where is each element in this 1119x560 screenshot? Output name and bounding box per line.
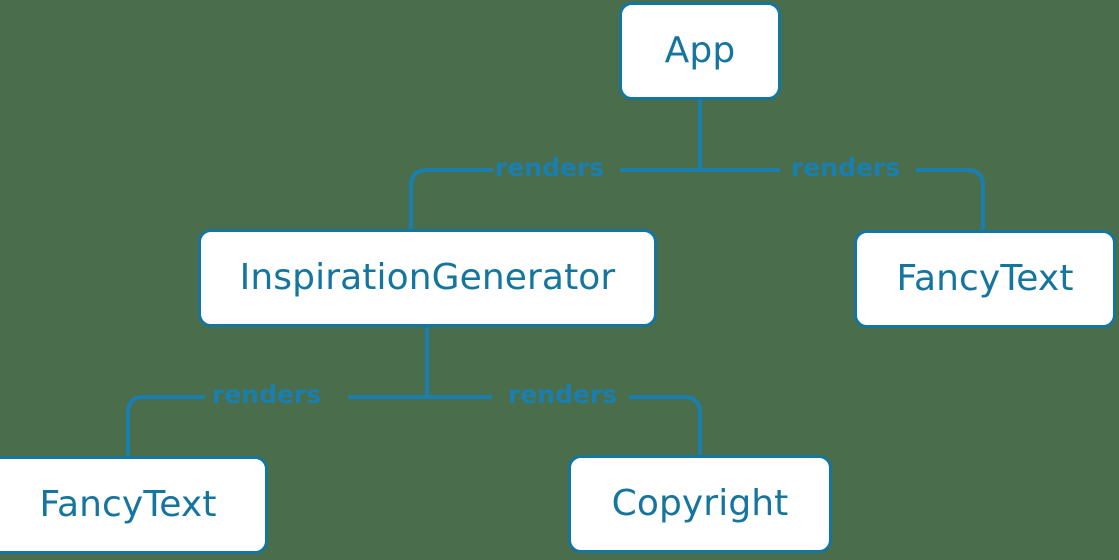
edge-app-to-inspirationgenerator-left-seg — [409, 168, 493, 229]
node-app[interactable]: App — [619, 2, 781, 100]
node-fancytext-right[interactable]: FancyText — [854, 230, 1116, 328]
node-inspirationgenerator-label: InspirationGenerator — [239, 257, 616, 298]
node-fancytext-right-label: FancyText — [896, 258, 1074, 299]
edge-app-to-fancytext-right-seg — [916, 168, 985, 230]
edge-label-inspirationgenerator-to-copyright: renders — [508, 380, 618, 409]
node-copyright[interactable]: Copyright — [568, 455, 832, 553]
edge-label-app-to-fancytext: renders — [791, 153, 901, 182]
edge-inspirationgenerator-to-fancytext-left-seg — [126, 395, 205, 456]
node-fancytext-bottom-label: FancyText — [39, 484, 217, 525]
node-inspirationgenerator[interactable]: InspirationGenerator — [198, 229, 657, 327]
node-app-label: App — [664, 30, 736, 71]
edge-label-inspirationgenerator-to-fancytext: renders — [212, 380, 322, 409]
edge-inspirationgenerator-to-copyright-right-seg — [629, 395, 702, 455]
node-copyright-label: Copyright — [611, 483, 789, 524]
edge-label-app-to-inspirationgenerator: renders — [495, 153, 605, 182]
node-fancytext-bottom[interactable]: FancyText — [0, 456, 268, 554]
